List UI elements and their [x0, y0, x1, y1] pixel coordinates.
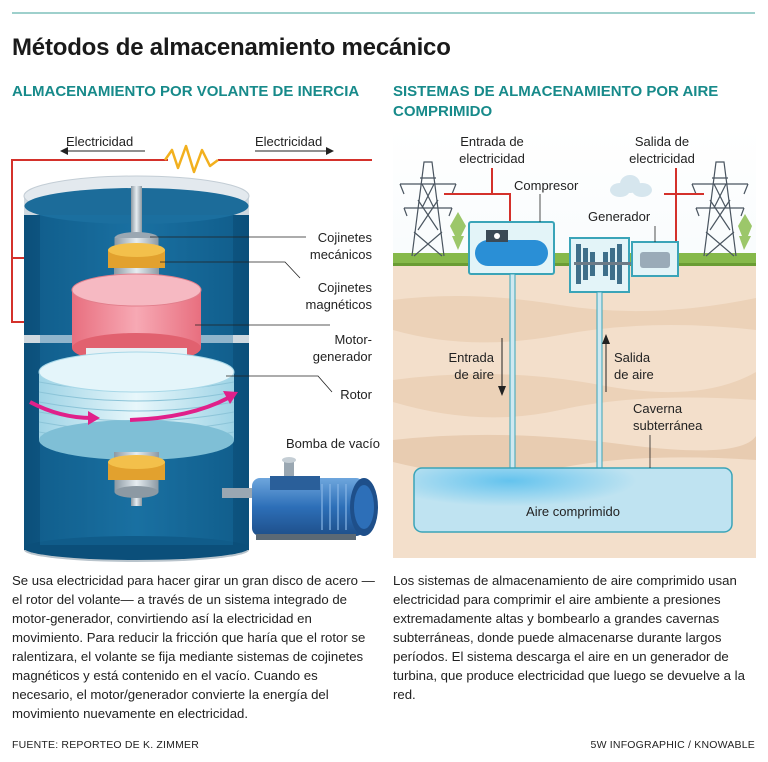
caes-heading: SISTEMAS DE ALMACENAMIENTO POR AIRE COMP… [393, 83, 719, 120]
flywheel-description: Se usa electricidad para hacer girar un … [12, 573, 375, 721]
page-title: Métodos de almacenamiento mecánico [12, 34, 451, 61]
publisher-credit: 5W INFOGRAPHIC / KNOWABLE [590, 739, 755, 751]
vacuum-pump-icon [222, 457, 378, 540]
label-motor-generator: Motor-generador [312, 332, 372, 364]
pylon-right-icon [691, 161, 749, 257]
top-rule [12, 12, 755, 14]
cloud-icon [610, 175, 652, 197]
label-vacuum-pump: Bomba de vacío [286, 436, 380, 451]
label-electricity-left: Electricidad [66, 134, 134, 149]
cavern [413, 467, 733, 533]
label-compressor: Compresor [514, 178, 579, 193]
generator-icon [631, 241, 679, 277]
turbine-icon [569, 237, 674, 293]
flywheel-diagram [11, 144, 378, 562]
label-electricity-right: Electricidad [255, 134, 323, 149]
source-credit: FUENTE: REPORTEO DE K. ZIMMER [12, 739, 200, 751]
label-rotor: Rotor [340, 387, 372, 402]
caes-description: Los sistemas de almacenamiento de aire c… [393, 573, 745, 702]
compressor-icon [468, 221, 555, 275]
label-generator: Generador [588, 209, 651, 224]
pylon-left-icon [399, 161, 457, 257]
label-compressed-air: Aire comprimido [526, 504, 620, 519]
spark-icon [163, 144, 219, 174]
caes-diagram [393, 128, 756, 558]
rotation-arrow-icon [29, 400, 93, 420]
flywheel-heading: ALMACENAMIENTO POR VOLANTE DE INERCIA [12, 83, 360, 100]
